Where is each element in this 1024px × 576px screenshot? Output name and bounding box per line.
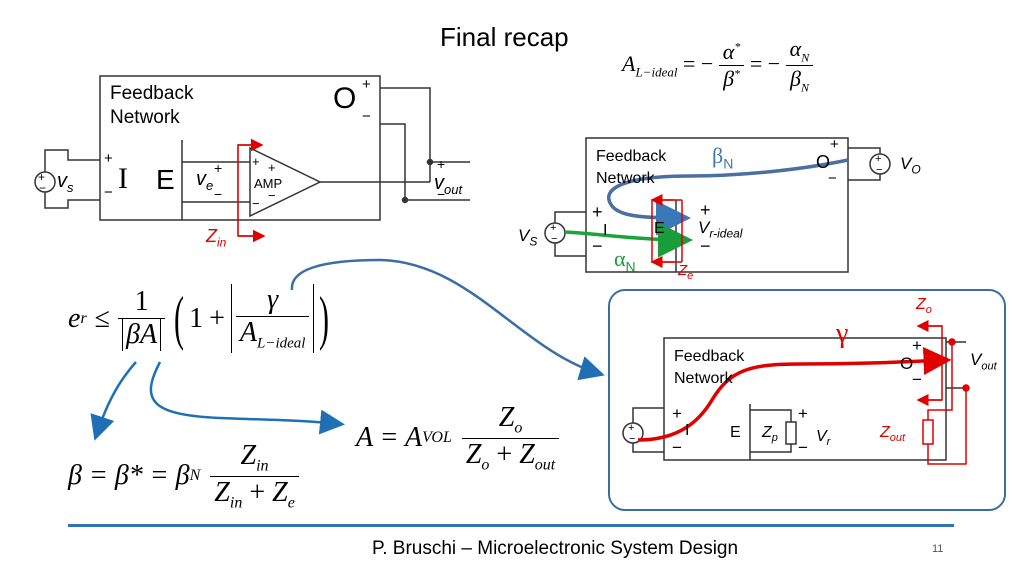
right-bottom-port-I-plus: + [672,404,682,423]
gamma-label: γ [836,318,849,349]
right-top-feedback-label: Feedback Network [596,148,667,187]
right-top-source-plus: + [550,222,557,234]
slide-title: Final recap [440,22,569,52]
right-bottom-port-I-minus: − [672,438,682,457]
left-port-I: I [118,162,128,195]
alpha-path [565,222,693,258]
amp-plus: + [252,154,260,169]
beta-path [607,158,849,236]
right-top-vr-minus: − [700,236,711,256]
vo-source-plus: + [875,153,882,165]
zin-label: Zin [206,226,227,250]
right-top-source-minus: − [551,233,558,245]
left-port-O-minus: − [362,108,371,125]
left-port-I-minus: − [104,184,113,201]
right-bottom-z-network [916,320,970,465]
vr-label: Vr [816,428,831,449]
left-source-label: vs [57,170,74,195]
right-top-ze-bracket [650,194,683,268]
left-feedback-label: Feedback Network [110,83,194,128]
right-top-port-O: O [816,152,831,172]
amp-out-plus: + [268,160,276,175]
right-bottom-port-O-minus: − [912,370,922,389]
right-bottom-port-O: O [900,354,914,373]
footer-rule [68,524,954,527]
left-circuit-drawing [34,75,470,221]
footer-text: P. Bruschi – Microelectronic System Desi… [372,538,739,559]
vout-minus: − [437,186,446,202]
page-number: 11 [932,543,944,555]
vr-ideal-label: Vr-ideal [698,218,743,241]
right-bottom-feedback-block [663,337,947,461]
right-top-port-I-plus: + [592,202,603,222]
beta-link-arrow [90,361,137,441]
left-port-O-plus: + [362,76,371,93]
vo-source-minus: − [876,164,883,176]
a-link-arrow [149,361,345,435]
beta-n-label: βN [712,143,734,172]
zout-label: Zout [880,424,906,445]
zp-label: Zp [762,424,778,445]
right-bottom-feedback-label: Feedback Network [674,348,745,387]
left-feedback-block [99,75,381,221]
left-source-plus: + [38,170,46,184]
right-bottom-port-O-plus: + [912,336,922,355]
ve-plus: + [214,160,223,176]
gamma-link-arrow [290,258,605,381]
amp-label: AMP [254,176,283,191]
ve-label: ve [196,168,214,193]
ve-minus: − [214,186,223,202]
right-top-vs-label: VS [518,226,538,249]
right-top-feedback-block [585,137,849,273]
right-bottom-port-I: I [685,422,690,439]
amp-triangle [249,146,322,218]
alpha-n-label: αN [614,246,636,275]
right-top-port-O-minus: − [828,170,837,187]
right-top-port-I: I [603,222,608,239]
right-top-port-I-minus: − [592,236,603,256]
vout-label: vout [434,172,463,197]
left-zin-bracket [237,138,266,243]
right-bottom-vr-plus: + [798,404,808,423]
vo-label: VO [900,154,921,177]
ze-label: Ze [678,262,694,282]
right-top-port-E: E [654,220,665,237]
amp-out-minus: − [268,188,276,203]
left-port-I-plus: + [104,150,113,167]
gamma-path [637,347,952,442]
right-top-port-O-plus: + [830,136,839,153]
zo-label: Zo [916,296,932,317]
right-bottom-circuit-drawing [622,337,966,461]
vout-plus: + [437,156,446,172]
right-bottom-source-minus: − [629,433,636,445]
right-bottom-vout-label: Vout [970,350,997,373]
right-bottom-vr-minus: − [798,438,808,457]
left-port-E: E [156,164,175,195]
a-ideal-equation: AL−ideal = − α* β* = − αN βN [622,36,814,96]
right-bottom-source-plus: + [628,422,635,434]
left-port-O: O [333,82,357,115]
bottom-right-panel [608,289,1006,511]
right-bottom-port-E: E [730,424,741,441]
right-top-vr-plus: + [700,200,711,220]
amp-minus: − [252,196,260,211]
left-source-minus: − [39,181,47,195]
